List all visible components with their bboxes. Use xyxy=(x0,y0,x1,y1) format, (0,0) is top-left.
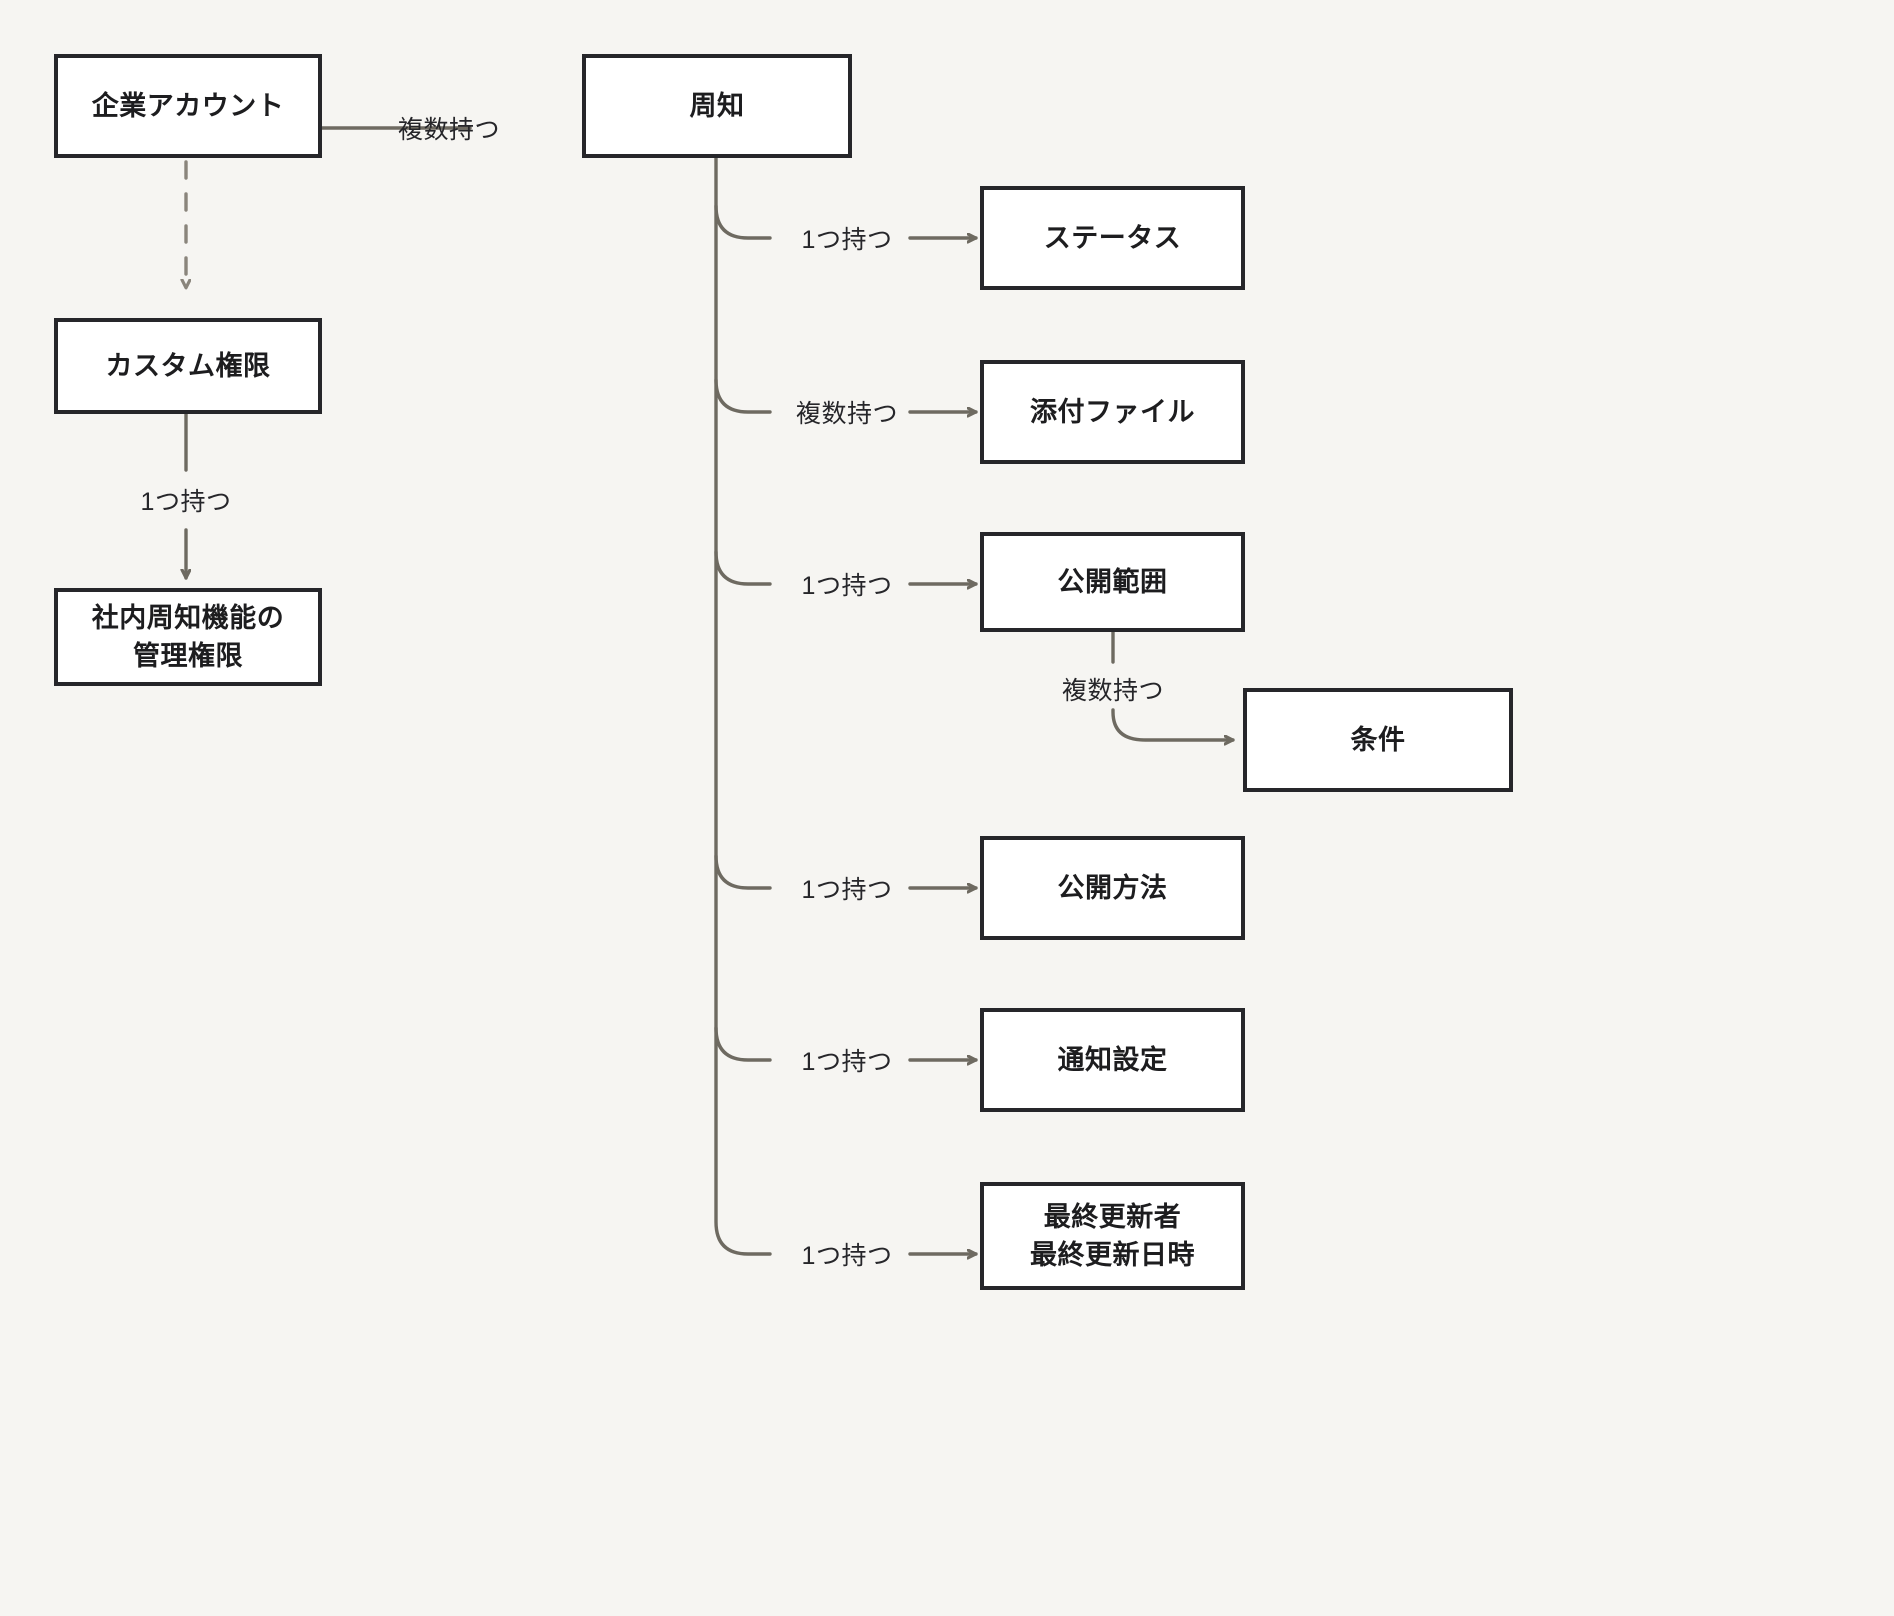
node-publication-method[interactable]: 公開方法 xyxy=(980,836,1245,940)
edge-label-announcement-to-scope: 1つ持つ xyxy=(801,572,893,600)
node-status[interactable]: ステータス xyxy=(980,186,1245,290)
node-label-line-1: 社内周知機能の xyxy=(91,602,285,633)
node-corporate-account[interactable]: 企業アカウント xyxy=(54,54,322,158)
edge-label-announcement-to-lastupdated: 1つ持つ xyxy=(801,1242,893,1270)
node-label: 周知 xyxy=(689,90,745,121)
node-custom-permission[interactable]: カスタム権限 xyxy=(54,318,322,414)
node-label: 公開方法 xyxy=(1057,872,1168,903)
node-label: 企業アカウント xyxy=(91,90,285,121)
node-label: 条件 xyxy=(1350,724,1406,755)
node-label: ステータス xyxy=(1043,222,1182,253)
edge-label-announcement-to-attachment: 複数持つ xyxy=(795,400,899,428)
node-label: 添付ファイル xyxy=(1030,396,1195,427)
node-condition[interactable]: 条件 xyxy=(1243,688,1513,792)
node-publication-scope[interactable]: 公開範囲 xyxy=(980,532,1245,632)
node-notification-setting[interactable]: 通知設定 xyxy=(980,1008,1245,1112)
edge-label-announcement-to-method: 1つ持つ xyxy=(801,876,893,904)
edge-announcement-trunk xyxy=(714,156,772,1256)
node-last-updated[interactable]: 最終更新者 最終更新日時 xyxy=(980,1182,1245,1290)
edge-label-announcement-to-status: 1つ持つ xyxy=(801,226,893,254)
node-label: 公開範囲 xyxy=(1057,566,1168,597)
edge-label-scope-to-condition: 複数持つ xyxy=(1061,677,1165,705)
node-label-line-2: 最終更新日時 xyxy=(1030,1240,1195,1270)
node-label: カスタム権限 xyxy=(105,350,271,381)
node-label: 通知設定 xyxy=(1057,1044,1168,1075)
node-label-line-2: 管理権限 xyxy=(133,641,243,671)
edge-label-account-to-announcement: 複数持つ xyxy=(397,116,501,144)
edge-label-announcement-to-notification: 1つ持つ xyxy=(801,1048,893,1076)
node-announcement[interactable]: 周知 xyxy=(582,54,852,158)
node-label-line-1: 最終更新者 xyxy=(1043,1201,1182,1232)
node-attachment[interactable]: 添付ファイル xyxy=(980,360,1245,464)
edge-label-custom-to-admin: 1つ持つ xyxy=(140,488,232,516)
edge-arrows-to-right-nodes xyxy=(908,238,978,1254)
node-internal-announcement-admin-permission[interactable]: 社内周知機能の 管理権限 xyxy=(54,588,322,686)
